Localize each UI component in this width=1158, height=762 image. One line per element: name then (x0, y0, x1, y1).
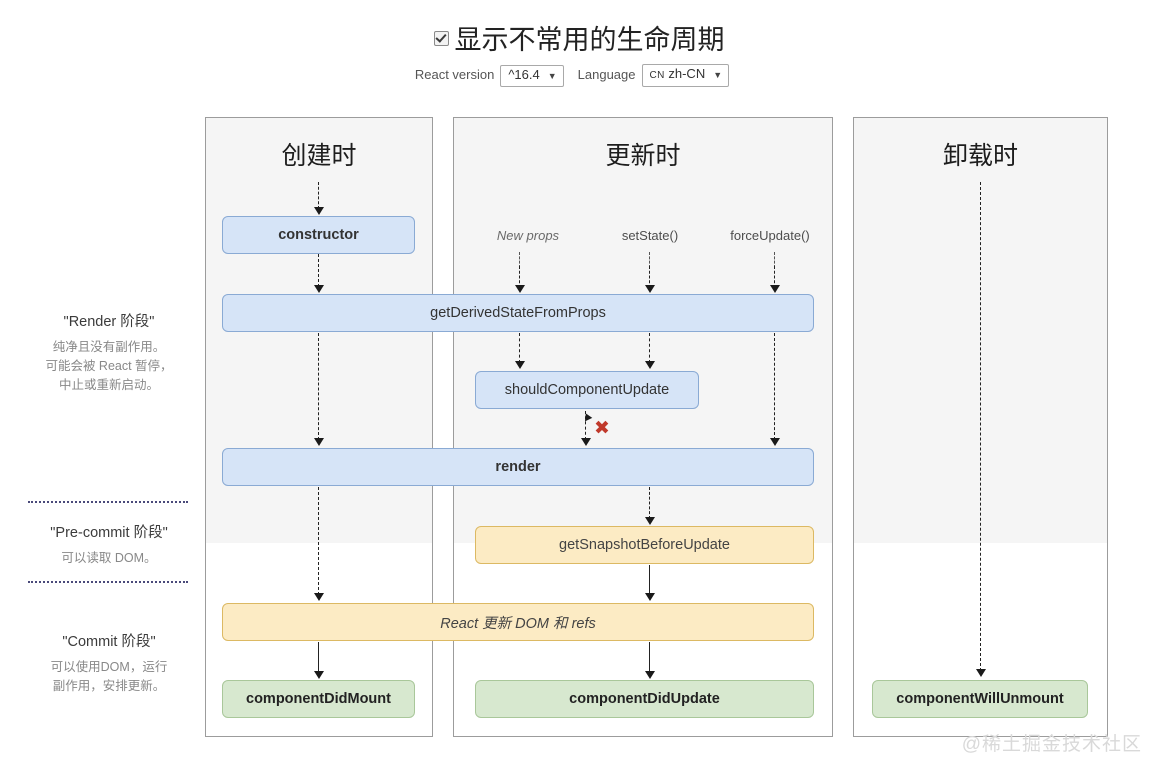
phase-render-line-2: 可能会被 React 暂停， (45, 359, 173, 373)
arrowhead-render-col1 (314, 438, 324, 446)
arrowhead-render-forceupdate (770, 438, 780, 446)
column-unmounting-title: 卸载时 (942, 142, 1018, 170)
node-react-updates-dom-and-refs[interactable]: React 更新 DOM 和 refs (222, 603, 814, 641)
trigger-new-props: New props (496, 228, 560, 243)
phase-commit-title: "Commit 阶段" (62, 634, 156, 650)
arrowhead-gsbu (645, 517, 655, 525)
arrowhead-cdu (645, 671, 655, 679)
connector-gdsfp-to-scu-left (519, 333, 520, 363)
column-updating-title: 更新时 (605, 142, 681, 170)
language-label: Language (577, 66, 636, 82)
trigger-force-update: forceUpdate() (730, 228, 810, 243)
connector-title-to-constructor (318, 182, 319, 209)
trigger-tick-set-state (649, 252, 650, 268)
phase-precommit: "Pre-commit 阶段" 可以读取 DOM。 (20, 521, 198, 568)
watermark: @稀土掘金技术社区 (961, 734, 1142, 755)
arrowhead-render-scu (581, 438, 591, 446)
connector-forceupdate-to-gdsfp (774, 266, 775, 288)
diagram-controls: React version ^16.4 ▼ Language CN zh-CN ▼ (0, 64, 1158, 87)
phase-precommit-title: "Pre-commit 阶段" (50, 525, 168, 541)
node-component-did-mount[interactable]: componentDidMount (222, 680, 415, 718)
node-get-snapshot-before-update[interactable]: getSnapshotBeforeUpdate (475, 526, 814, 564)
phase-commit-line-2: 副作用，安排更新。 (52, 679, 166, 693)
connector-gdsfp-to-scu-right (649, 333, 650, 363)
connector-reactdom-to-cdm (318, 642, 319, 673)
phase-divider-bottom (28, 581, 188, 583)
phase-commit: "Commit 阶段" 可以使用DOM，运行 副作用，安排更新。 (20, 630, 198, 696)
node-should-component-update[interactable]: shouldComponentUpdate (475, 371, 699, 409)
arrowhead-reactdom-col2 (645, 593, 655, 601)
node-constructor[interactable]: constructor (222, 216, 415, 254)
phase-render-line-1: 纯净且没有副作用。 (52, 340, 166, 354)
connector-setstate-to-gdsfp (649, 266, 650, 288)
phase-render: "Render 阶段" 纯净且没有副作用。 可能会被 React 暂停， 中止或… (20, 310, 198, 395)
arrowhead-cdm (314, 671, 324, 679)
trigger-tick-force-update (774, 252, 775, 268)
node-render[interactable]: render (222, 448, 814, 486)
chevron-down-icon: ▼ (713, 70, 723, 80)
skip-render-x-icon: ✖ (594, 418, 610, 439)
arrowhead-gdsfp-col1 (314, 285, 324, 293)
language-select[interactable]: CN zh-CN ▼ (641, 64, 730, 87)
phase-render-title: "Render 阶段" (63, 314, 155, 330)
connector-gdsfp-to-render-forceupdate (774, 333, 775, 440)
language-value: zh-CN (668, 66, 706, 81)
arrowhead-scu-right (645, 361, 655, 369)
arrowhead-scu-left (515, 361, 525, 369)
phase-divider-top (28, 501, 188, 503)
phase-commit-description: 可以使用DOM，运行 副作用，安排更新。 (20, 658, 198, 696)
arrowhead-gdsfp-forceupdate (770, 285, 780, 293)
show-uncommon-lifecycles-row: 显示不常用的生命周期 (0, 18, 1158, 57)
show-uncommon-lifecycles-checkbox[interactable] (433, 31, 449, 47)
phase-precommit-line-1: 可以读取 DOM。 (61, 551, 157, 565)
language-country-code: CN (649, 70, 665, 81)
react-version-label: React version (414, 66, 495, 82)
phase-render-description: 纯净且没有副作用。 可能会被 React 暂停， 中止或重新启动。 (20, 338, 198, 395)
arrowhead-gdsfp-newprops (515, 285, 525, 293)
arrowhead-gdsfp-setstate (645, 285, 655, 293)
connector-gdsfp-to-render-col1 (318, 333, 319, 440)
connector-scu-to-render (585, 411, 586, 440)
trigger-tick-new-props (519, 252, 520, 268)
phase-render-line-3: 中止或重新启动。 (58, 378, 159, 392)
arrowhead-reactdom-col1 (314, 593, 324, 601)
phase-commit-line-1: 可以使用DOM，运行 (50, 660, 168, 674)
react-version-select[interactable]: ^16.4 ▼ (500, 64, 564, 87)
column-mounting-title: 创建时 (281, 142, 357, 170)
connector-constructor-to-gdsfp (318, 254, 319, 287)
node-component-will-unmount[interactable]: componentWillUnmount (872, 680, 1088, 718)
node-get-derived-state-from-props[interactable]: getDerivedStateFromProps (222, 294, 814, 332)
chevron-down-icon: ▼ (547, 70, 557, 81)
arrowhead-constructor (314, 207, 324, 215)
connector-newprops-to-gdsfp (519, 266, 520, 288)
show-uncommon-lifecycles-label: 显示不常用的生命周期 (454, 25, 725, 55)
phase-precommit-description: 可以读取 DOM。 (20, 549, 198, 568)
connector-render-to-reactdom-col1 (318, 487, 319, 595)
connector-render-to-gsbu (649, 487, 650, 519)
connector-unmount-title-to-cwu (980, 182, 981, 671)
connector-gsbu-to-reactdom (649, 565, 650, 595)
trigger-set-state: setState() (621, 228, 679, 243)
arrowhead-cwu (976, 669, 986, 677)
connector-reactdom-to-cdu (649, 642, 650, 673)
column-updating: 更新时 (453, 117, 833, 737)
node-component-did-update[interactable]: componentDidUpdate (475, 680, 814, 718)
react-version-value: ^16.4 (508, 66, 540, 82)
